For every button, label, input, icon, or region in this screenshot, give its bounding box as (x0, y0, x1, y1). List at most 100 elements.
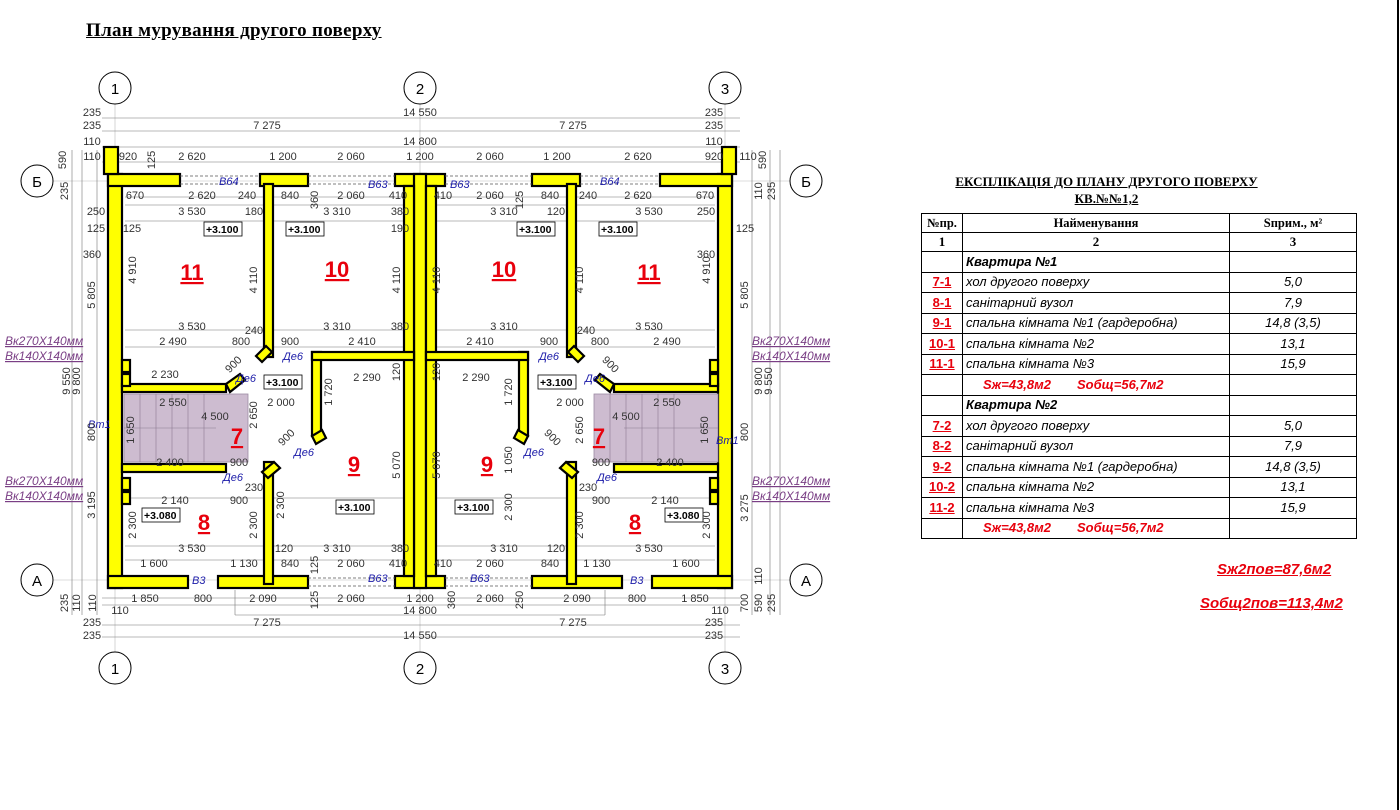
dim: 240 (577, 325, 595, 337)
dim: 900 (276, 427, 297, 448)
room-name: хол другого поверху (962, 415, 1230, 437)
dim: 2 620 (178, 151, 206, 163)
dim: 3 310 (323, 543, 351, 555)
dim: 110 (711, 605, 729, 617)
dim: 380 (391, 543, 409, 555)
elev-hall-right: +3.100 (540, 377, 573, 389)
elevation-marks: +3.100 +3.100 +3.100 +3.100 +3.100 +3.10… (141, 221, 704, 523)
dimension-lines (71, 117, 781, 638)
dim: 360 (697, 249, 715, 261)
dim: 110 (111, 605, 129, 617)
dim: 120 (391, 363, 403, 381)
dim: 2 620 (188, 190, 216, 202)
dim: 1 050 (503, 446, 515, 474)
dim: 800 (739, 423, 751, 441)
table-row: 9-2 спальна кімната №1 (гардеробна) 14,8… (921, 456, 1357, 478)
room-9-left: 9 (348, 452, 360, 477)
index-3: 3 (1229, 232, 1357, 252)
dim: 4 110 (391, 267, 403, 294)
explication-table: №пр. Найменування Sприм., м² 1 2 3 Кварт… (921, 213, 1357, 539)
inner-wall (424, 350, 530, 362)
dim: 2 000 (556, 397, 584, 409)
diagonal-wall (512, 428, 530, 446)
dim: 900 (230, 495, 248, 507)
dim: 7 275 (559, 617, 587, 629)
dim: 410 (434, 558, 452, 570)
dim: 2 290 (353, 372, 381, 384)
vent-shaft (120, 358, 132, 374)
apartment-1-title: Квартира №1 (962, 251, 1230, 273)
room-area: 7,9 (1229, 435, 1357, 457)
label-de6: Де6 (595, 472, 618, 484)
room-7-right: 7 (593, 424, 605, 449)
label-de6: Де6 (583, 373, 606, 385)
dim: 235 (59, 182, 71, 200)
dim: 250 (514, 591, 526, 609)
dim: 800 (194, 593, 212, 605)
elev-11-left: +3.100 (206, 224, 239, 236)
chimney (720, 145, 738, 176)
inner-wall (310, 350, 416, 362)
elev-9-right: +3.100 (457, 502, 490, 514)
label-de6: Де6 (281, 351, 304, 363)
dim: 2 060 (476, 558, 504, 570)
elev-8-left: +3.080 (144, 510, 177, 522)
dim: 800 (86, 423, 98, 441)
dim: 900 (592, 495, 610, 507)
label-de6: Де6 (221, 472, 244, 484)
axis-3-bottom: 3 (721, 661, 729, 678)
dim: 2 650 (574, 416, 586, 444)
dim: 800 (628, 593, 646, 605)
dim: 1 650 (699, 416, 711, 444)
elev-11-right: +3.100 (601, 224, 634, 236)
apartment-2-title: Квартира №2 (962, 394, 1230, 416)
dim: 110 (71, 594, 83, 612)
vent-label-140-left-top: Вк140Х140мм (5, 349, 83, 363)
diagonal-wall (224, 372, 247, 394)
bottom-wall-seg (650, 574, 734, 590)
dim: 2 090 (563, 593, 591, 605)
top-wall-seg (106, 172, 182, 188)
dim: 110 (705, 136, 723, 148)
vent-label-270-right-bottom: Вк270Х140мм (752, 474, 830, 488)
diagonal-wall (593, 372, 616, 394)
sum-total: Sобщ=56,7м2 (1076, 520, 1164, 536)
dim: 110 (739, 151, 757, 163)
total-living-area: Sж2пов=87,6м2 (1217, 561, 1332, 578)
dim: 14 800 (403, 136, 437, 148)
dim: 240 (238, 190, 256, 202)
dim: 3 310 (490, 543, 518, 555)
dim: 4 500 (612, 411, 640, 423)
label-v63-top-left: В63 (368, 179, 388, 191)
dim: 110 (83, 136, 101, 148)
dim: 3 530 (178, 206, 206, 218)
dim: 230 (579, 482, 597, 494)
dim: 9 800 (71, 367, 83, 395)
dim: 230 (245, 482, 263, 494)
dim: 3 530 (635, 206, 663, 218)
dim: 3 275 (739, 494, 751, 522)
vent-shaft (120, 476, 132, 492)
vent-shaft (708, 372, 720, 388)
dim: 120 (431, 363, 443, 381)
dim: 14 550 (403, 630, 437, 642)
dim: 670 (696, 190, 714, 202)
label-de6: Де6 (522, 447, 545, 459)
dim: 250 (697, 206, 715, 218)
room-name: спальна кімната №3 (962, 353, 1230, 375)
dim: 250 (87, 206, 105, 218)
dim: 900 (592, 457, 610, 469)
dim: 125 (514, 191, 526, 209)
top-wall-seg (658, 172, 734, 188)
inner-wall (612, 382, 720, 394)
table-row: 7-1 хол другого поверху 5,0 (921, 271, 1357, 293)
apartment-row: Квартира №2 (921, 394, 1357, 416)
dim: 2 490 (653, 336, 681, 348)
vent-label-270-left-bottom: Вк270Х140мм (5, 474, 83, 488)
table-row: 10-1 спальна кімната №2 13,1 (921, 333, 1357, 355)
dim: 2 090 (249, 593, 277, 605)
dim: 190 (391, 223, 409, 235)
dim: 235 (83, 120, 101, 132)
dim: 4 110 (248, 267, 260, 294)
